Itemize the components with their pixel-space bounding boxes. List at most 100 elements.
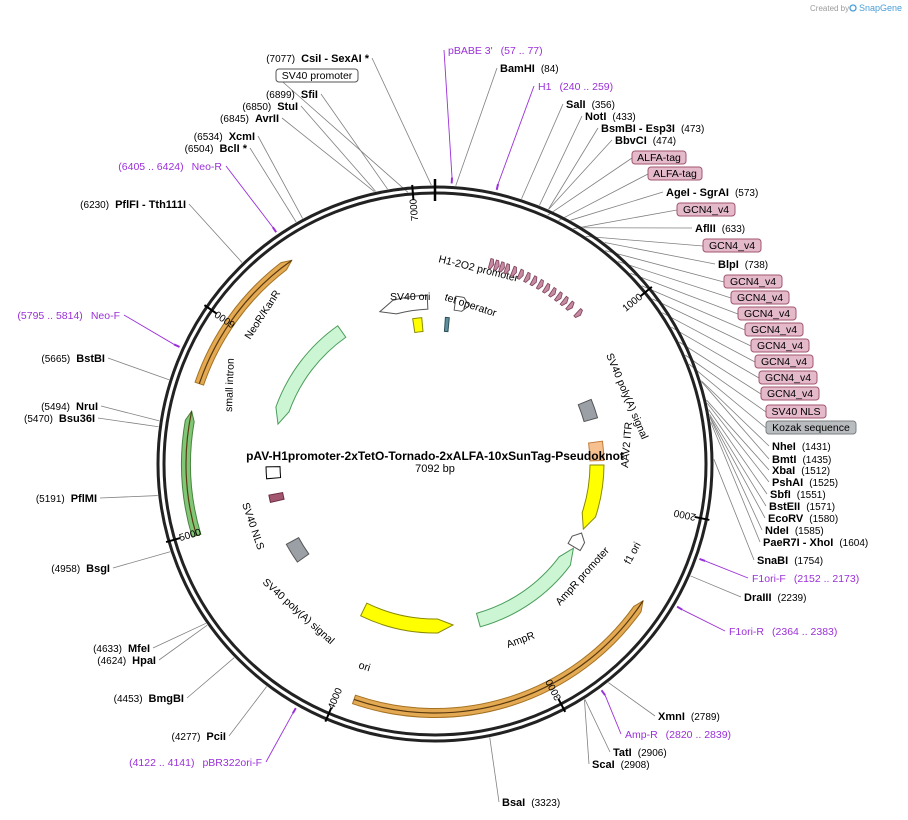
site-label: (5665)BstBI (41, 353, 105, 365)
site-label: SalI(356) (566, 99, 615, 111)
tag-arrow (559, 295, 569, 307)
tick-mark (203, 304, 218, 315)
site-leader (186, 657, 235, 699)
box-leader (688, 363, 767, 429)
primer-leader (604, 694, 622, 735)
feature-sv40-nls (268, 491, 285, 504)
tick-mark (694, 515, 710, 521)
site-name: BmtI (772, 454, 796, 466)
site-name: NotI (585, 111, 606, 123)
site-name: BmgBI (149, 693, 184, 705)
primer-label: F1ori-F(2152 .. 2173) (752, 573, 859, 585)
feature-label: SV40 NLS (239, 501, 266, 551)
site-name: PflFI (115, 199, 139, 211)
site-label: (6899) SfiI (266, 89, 318, 101)
feature-box (275, 68, 359, 83)
orf-arrow (351, 599, 644, 718)
feature-h1-2o2-promoter (453, 295, 470, 312)
site-leader (97, 417, 159, 428)
site-leader (152, 622, 207, 649)
site-pos: (633) (722, 224, 745, 235)
site-pos: (4958) (51, 564, 80, 575)
tag-arrow (541, 282, 551, 294)
site-name: SfiI (301, 89, 318, 101)
box-leader (618, 261, 732, 299)
feature-box (765, 420, 857, 435)
box-leader (685, 354, 767, 413)
site-pos: (573) (735, 188, 758, 199)
primer-mark (600, 689, 606, 696)
orf-center-line (353, 600, 644, 714)
primer-label: H1(240 .. 259) (538, 81, 613, 93)
feature-sv40-poly-a-signal (285, 536, 310, 563)
primer-leader (682, 609, 726, 632)
site-label: DraIII (2239) (744, 592, 806, 604)
site-leader (701, 381, 770, 460)
tag-arrow (498, 261, 505, 273)
feature-box (647, 166, 703, 181)
primer-range: (5795 .. 5814) (17, 310, 82, 322)
primer-label: (5795 .. 5814)Neo-F (17, 310, 120, 322)
site-leader (701, 380, 770, 447)
site-pos: (1435) (802, 455, 831, 466)
feature-box (723, 274, 783, 289)
site-name: NheI (772, 441, 796, 453)
feature-box (730, 290, 790, 305)
site-pos: (2239) (778, 593, 807, 604)
site-name: BbvCI (615, 135, 647, 147)
site-label: (4633)MfeI (93, 643, 150, 655)
site-leader (320, 93, 388, 190)
site-pos: (7077) (266, 54, 295, 65)
site-name: PaeR7I (763, 537, 800, 549)
site-label: BstEII(1571) (769, 501, 835, 513)
site-name: DraIII (744, 592, 772, 604)
site-pos: (4624) (97, 656, 126, 667)
primer-mark (495, 183, 500, 191)
site-leader (706, 402, 770, 483)
feature-box-label: Kozak sequence (772, 422, 850, 434)
site-name: BamHI (500, 63, 535, 75)
orf-center-line (185, 411, 198, 536)
site-label: AgeI - SgrAI(573) (666, 187, 758, 199)
feature-label: AmpR (505, 629, 537, 650)
site-leader (570, 191, 664, 221)
site-pos: (738) (745, 260, 768, 271)
site-name: Bsu36I (59, 413, 95, 425)
site-pos: (6899) (266, 90, 295, 101)
primer-mark (291, 707, 297, 714)
tick-label: 2000 (673, 507, 697, 522)
site-label: (7077)CsiI - SexAI * (266, 53, 369, 65)
site-label: BsaI(3323) (502, 797, 560, 809)
primer-name: pBR322ori-F (202, 757, 262, 769)
site-extra: - Esp3I (636, 123, 675, 135)
site-leader (539, 115, 583, 206)
feature-box-label: GCN4_v4 (767, 388, 813, 400)
site-leader (548, 139, 613, 210)
feature-ori (360, 602, 455, 634)
site-name: ScaI (592, 759, 615, 771)
site-pos: (4453) (114, 694, 143, 705)
feature-label: ori (357, 659, 372, 674)
site-pos: (2789) (691, 712, 720, 723)
feature-box (754, 354, 814, 369)
primer-range: (240 .. 259) (559, 81, 613, 93)
site-pos: (474) (653, 136, 676, 147)
feature-box-label: GCN4_v4 (709, 240, 755, 252)
site-label: (5191)PflMI (36, 493, 97, 505)
box-leader (558, 173, 649, 221)
site-pos: (5191) (36, 494, 65, 505)
site-leader (709, 416, 766, 519)
primer-mark (173, 343, 180, 348)
site-pos: (5494) (41, 402, 70, 413)
primer-label: (4122 .. 4141)pBR322ori-F (129, 757, 262, 769)
feature-box (758, 370, 818, 385)
tick-mark (165, 536, 181, 544)
credit-prefix: Created by (810, 4, 849, 13)
site-name: SbfI (770, 489, 791, 501)
box-leader (547, 157, 633, 216)
site-pos: (5665) (41, 354, 70, 365)
site-name: NdeI (765, 525, 789, 537)
feature-box-label: GCN4_v4 (757, 340, 803, 352)
